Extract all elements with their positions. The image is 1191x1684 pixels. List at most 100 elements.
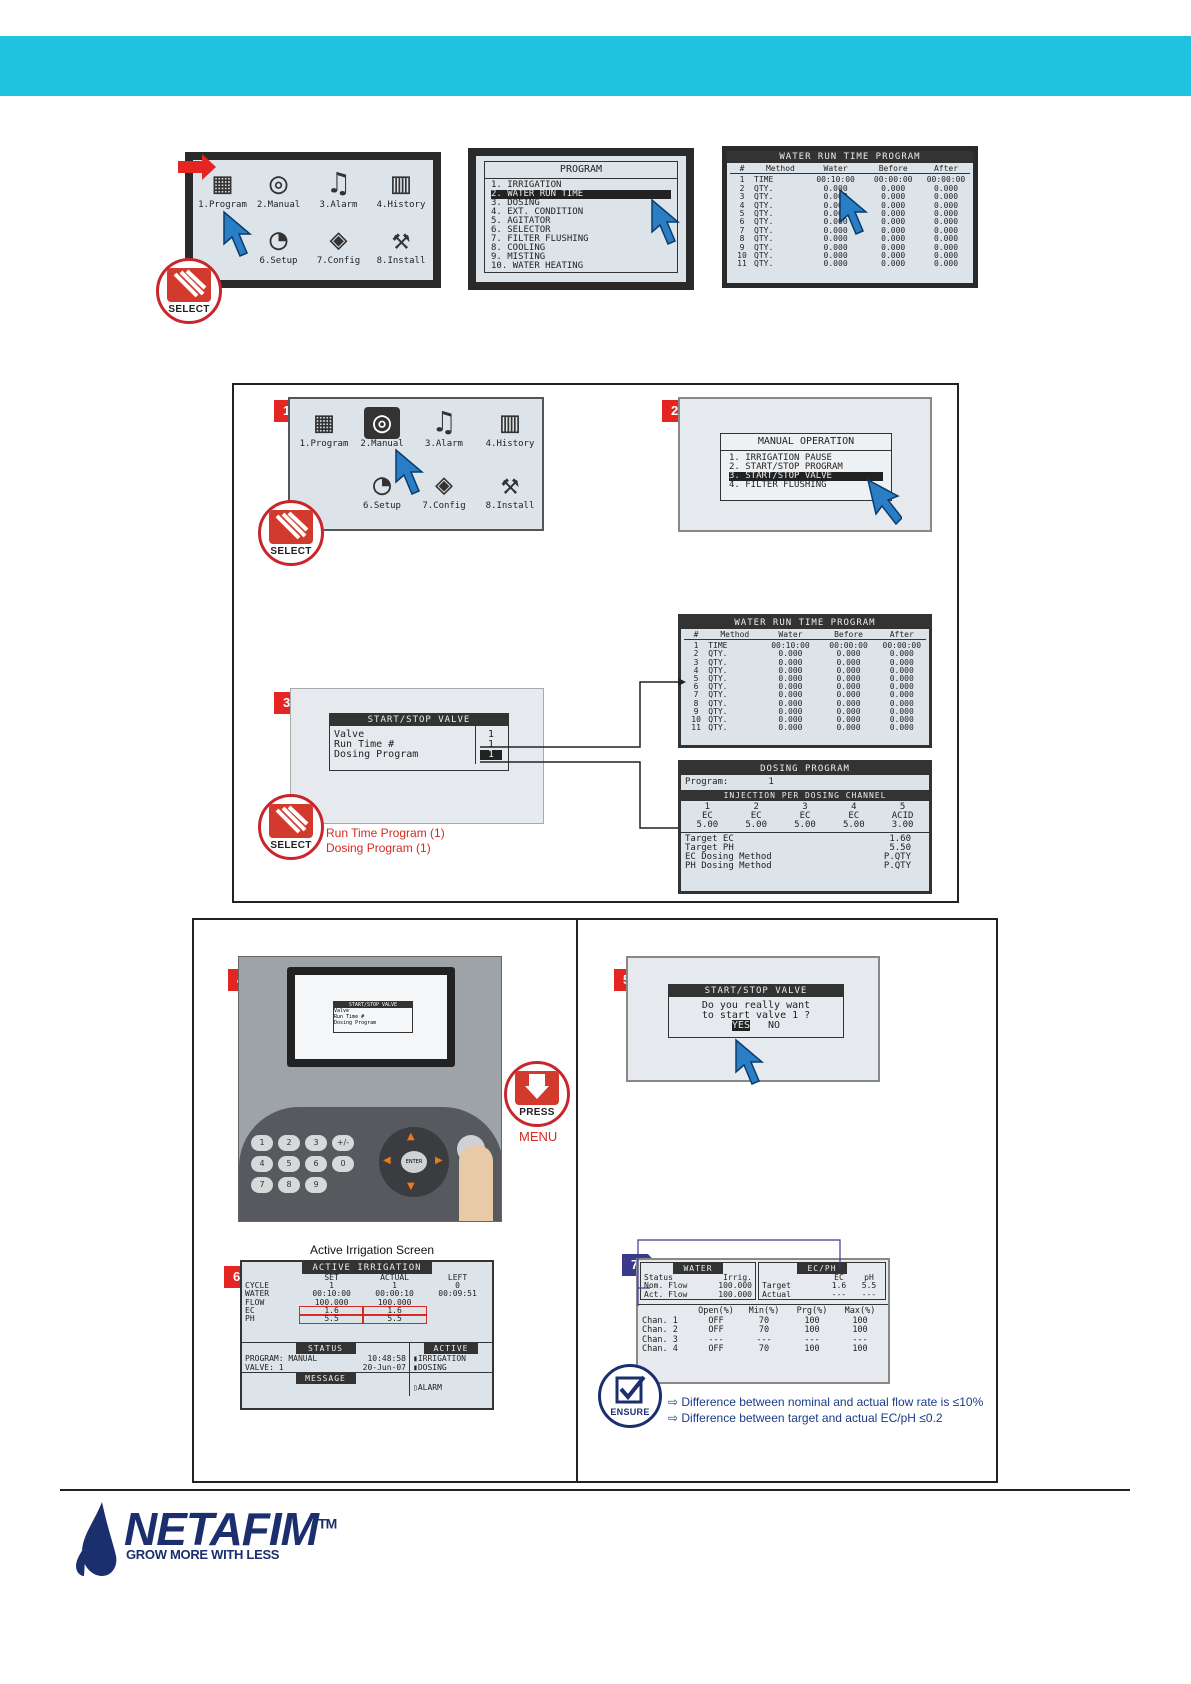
config-icon[interactable]: ◈7.Config — [414, 469, 474, 512]
column-header: Method — [720, 630, 750, 639]
keypad-key[interactable]: 2 — [278, 1135, 300, 1151]
channel-number: 4 — [851, 802, 857, 812]
no-option[interactable]: NO — [768, 1020, 781, 1031]
keypad-key[interactable]: 1 — [251, 1135, 273, 1151]
table-cell: 70 — [758, 1344, 770, 1355]
program-menu-item[interactable]: 1. IRRIGATION — [491, 180, 562, 190]
table-cell: 100 — [804, 1344, 820, 1355]
setup-icon[interactable]: ◔6.Setup — [352, 469, 412, 512]
keypad-key[interactable]: 6 — [305, 1156, 327, 1172]
yes-option[interactable]: YES — [731, 1020, 750, 1031]
channel-amount[interactable]: 5.00 — [842, 820, 865, 830]
channel-amount[interactable]: 5.00 — [794, 820, 816, 830]
water-row-label: Act. Flow — [644, 1289, 688, 1299]
table-cell: 5 — [739, 209, 745, 219]
left-arrow-key[interactable]: ◀ — [383, 1155, 391, 1166]
channel-amount[interactable]: 3.00 — [891, 820, 914, 830]
program-icon[interactable]: ▦1.Program — [294, 407, 354, 450]
manual-operation-item[interactable]: 1. IRRIGATION PAUSE — [729, 453, 832, 463]
program-menu-item[interactable]: 4. EXT. CONDITION — [491, 207, 584, 217]
table-cell: QTY. — [708, 649, 728, 659]
table-cell: QTY. — [708, 715, 728, 725]
table-cell: TIME — [754, 175, 774, 185]
channel-amount[interactable]: 5.00 — [696, 820, 719, 830]
keypad-key[interactable]: 9 — [305, 1177, 327, 1193]
table-cell: 0.000 — [836, 690, 861, 700]
enter-key[interactable]: ENTER — [401, 1151, 427, 1173]
dosing-program-number[interactable]: 1 — [768, 777, 774, 787]
manual-operation-item[interactable]: 3. START/STOP VALVE — [729, 472, 883, 481]
table-cell: 0.000 — [823, 242, 848, 252]
keypad-key[interactable]: 3 — [305, 1135, 327, 1151]
config-icon[interactable]: ◈7.Config — [311, 224, 366, 267]
setup-icon[interactable]: ◔6.Setup — [251, 224, 306, 267]
right-arrow-key[interactable]: ▶ — [435, 1155, 443, 1166]
manual-icon[interactable]: ◎2.Manual — [251, 168, 306, 211]
channel-amount[interactable]: 5.00 — [745, 820, 768, 830]
program-menu-item[interactable]: 3. DOSING — [491, 198, 540, 208]
keypad-key[interactable]: 5 — [278, 1156, 300, 1172]
program-menu-item[interactable]: 5. AGITATOR — [491, 216, 551, 226]
program-menu-item[interactable]: 10. WATER HEATING — [491, 261, 584, 271]
table-cell: 8 — [693, 698, 699, 708]
run-time-value[interactable]: 1 — [487, 739, 495, 750]
table-cell: --- — [852, 1334, 868, 1345]
install-tools-icon[interactable]: ⚒8.Install — [371, 224, 431, 267]
program-menu-item[interactable]: 7. FILTER FLUSHING — [491, 234, 589, 244]
press-button-icon: PRESS — [504, 1061, 570, 1127]
keypad-key[interactable]: 8 — [278, 1177, 300, 1193]
program-menu-item[interactable]: 8. COOLING — [491, 243, 546, 253]
program-menu-item[interactable]: 6. SELECTOR — [491, 225, 551, 235]
up-arrow-key[interactable]: ▲ — [407, 1131, 415, 1142]
install-tools-icon[interactable]: ⚒8.Install — [478, 469, 542, 512]
dosing-program-value[interactable]: 1 — [480, 750, 502, 760]
manual-operation-item[interactable]: 4. FILTER FLUSHING — [729, 480, 827, 490]
valve-value[interactable]: 1 — [487, 729, 495, 740]
alarm-bell-icon[interactable]: ♫3.Alarm — [311, 168, 366, 211]
keypad-key[interactable]: 7 — [251, 1177, 273, 1193]
dosing-target-value[interactable]: 1.60 — [889, 834, 911, 844]
table-cell: 0.000 — [889, 690, 914, 700]
dosing-caption: Dosing Program (1) — [326, 841, 431, 855]
table-cell: 4 — [693, 665, 699, 675]
manual-operation-item[interactable]: 2. START/STOP PROGRAM — [729, 462, 843, 472]
keypad-key[interactable]: +/- — [332, 1135, 354, 1151]
keypad-key[interactable]: 4 — [251, 1156, 273, 1172]
manual-icon[interactable]: ◎2.Manual — [352, 407, 412, 450]
program-icon[interactable]: ▦1.Program — [195, 168, 250, 211]
history-book-icon[interactable]: ▥4.History — [371, 168, 431, 211]
program-menu-item[interactable]: 2. WATER RUN TIME — [491, 190, 671, 199]
program-menu-item[interactable]: 9. MISTING — [491, 252, 546, 262]
dosing-target-value[interactable]: P.QTY — [883, 852, 911, 862]
history-book-icon[interactable]: ▥4.History — [478, 407, 542, 450]
alarm-bell-icon[interactable]: ♫3.Alarm — [414, 407, 474, 450]
down-arrow-key[interactable]: ▼ — [407, 1181, 415, 1192]
header-bar — [0, 36, 1191, 96]
dosing-target-value[interactable]: 5.50 — [889, 843, 911, 853]
dosing-target-value[interactable]: P.QTY — [883, 861, 911, 871]
keypad-key[interactable]: 0 — [332, 1156, 354, 1172]
table-cell: QTY. — [754, 225, 774, 235]
